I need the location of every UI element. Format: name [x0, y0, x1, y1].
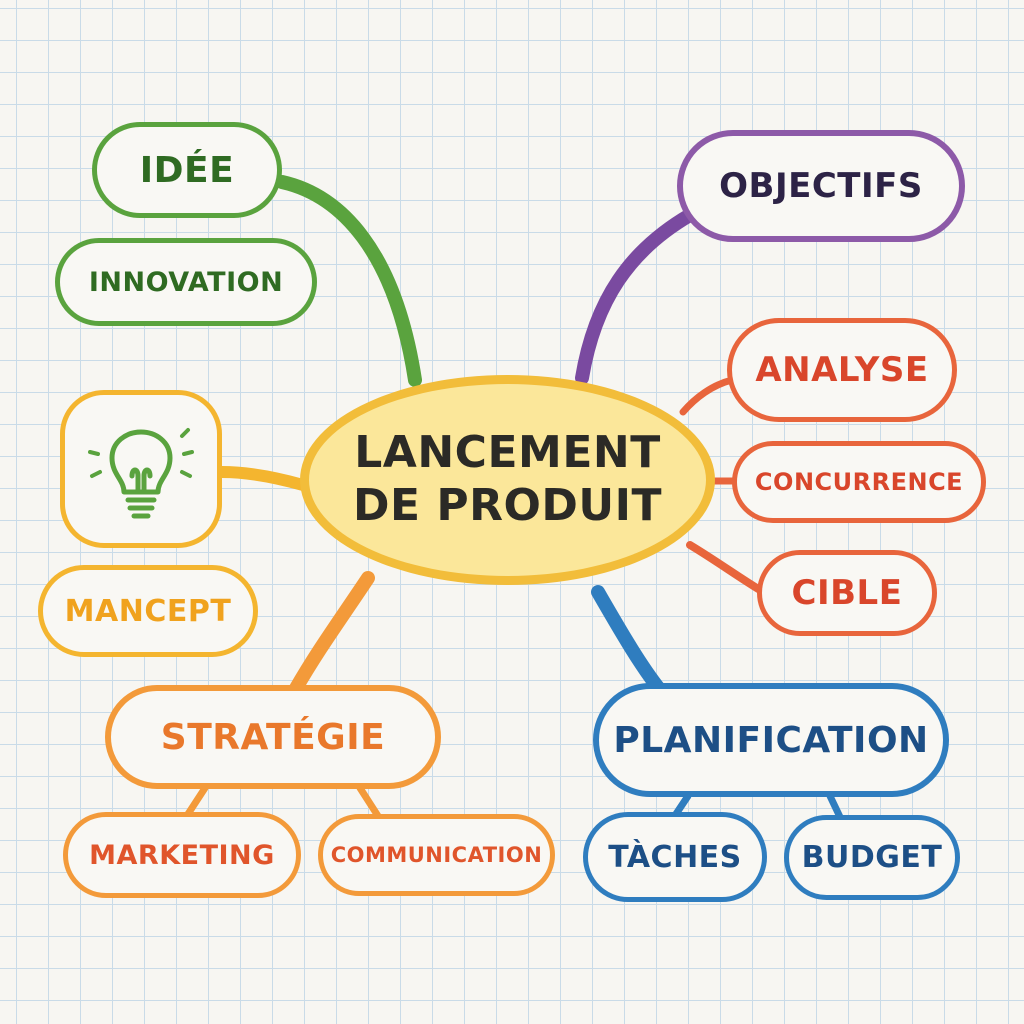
connector-analyse [679, 376, 736, 416]
connector-idee [275, 175, 422, 387]
connector-bulb [216, 466, 309, 491]
node-taches[interactable]: TÀCHES [583, 812, 767, 902]
node-idee[interactable]: IDÉE [92, 122, 282, 218]
central-node[interactable]: LANCEMENT DE PRODUIT [300, 375, 715, 585]
node-mancept[interactable]: MANCEPT [38, 565, 258, 657]
connector-communication [356, 784, 382, 820]
node-planification[interactable]: PLANIFICATION [593, 683, 949, 797]
node-innovation[interactable]: INNOVATION [55, 238, 317, 326]
central-node-line2: DE PRODUIT [352, 480, 663, 531]
node-planification-label: PLANIFICATION [613, 719, 929, 761]
connector-planification [591, 585, 667, 697]
node-communication-label: COMMUNICATION [330, 843, 543, 867]
connector-strategie [288, 571, 375, 697]
node-communication[interactable]: COMMUNICATION [318, 814, 555, 896]
connector-objectifs [575, 208, 697, 385]
node-mancept-label: MANCEPT [64, 593, 232, 629]
node-taches-label: TÀCHES [608, 839, 742, 875]
node-analyse-label: ANALYSE [755, 350, 929, 390]
node-budget[interactable]: BUDGET [784, 815, 960, 900]
connector-cible [686, 541, 764, 594]
node-lightbulb[interactable] [60, 390, 222, 548]
node-idee-label: IDÉE [139, 149, 235, 191]
node-cible[interactable]: CIBLE [757, 550, 937, 636]
connector-taches [672, 792, 692, 818]
node-marketing[interactable]: MARKETING [63, 812, 301, 898]
node-strategie[interactable]: STRATÉGIE [105, 685, 441, 789]
node-objectifs-label: OBJECTIFS [719, 166, 923, 206]
node-cible-label: CIBLE [791, 573, 903, 613]
node-strategie-label: STRATÉGIE [160, 716, 386, 758]
node-innovation-label: INNOVATION [88, 266, 284, 298]
node-analyse[interactable]: ANALYSE [727, 318, 957, 422]
node-marketing-label: MARKETING [89, 839, 275, 871]
node-budget-label: BUDGET [801, 840, 943, 875]
node-concurrence[interactable]: CONCURRENCE [732, 441, 986, 523]
connector-marketing [184, 784, 209, 818]
node-objectifs[interactable]: OBJECTIFS [677, 130, 965, 242]
node-concurrence-label: CONCURRENCE [754, 468, 964, 496]
lightbulb-icon [88, 428, 194, 519]
central-node-line1: LANCEMENT [354, 427, 661, 479]
connector-budget [826, 792, 844, 821]
